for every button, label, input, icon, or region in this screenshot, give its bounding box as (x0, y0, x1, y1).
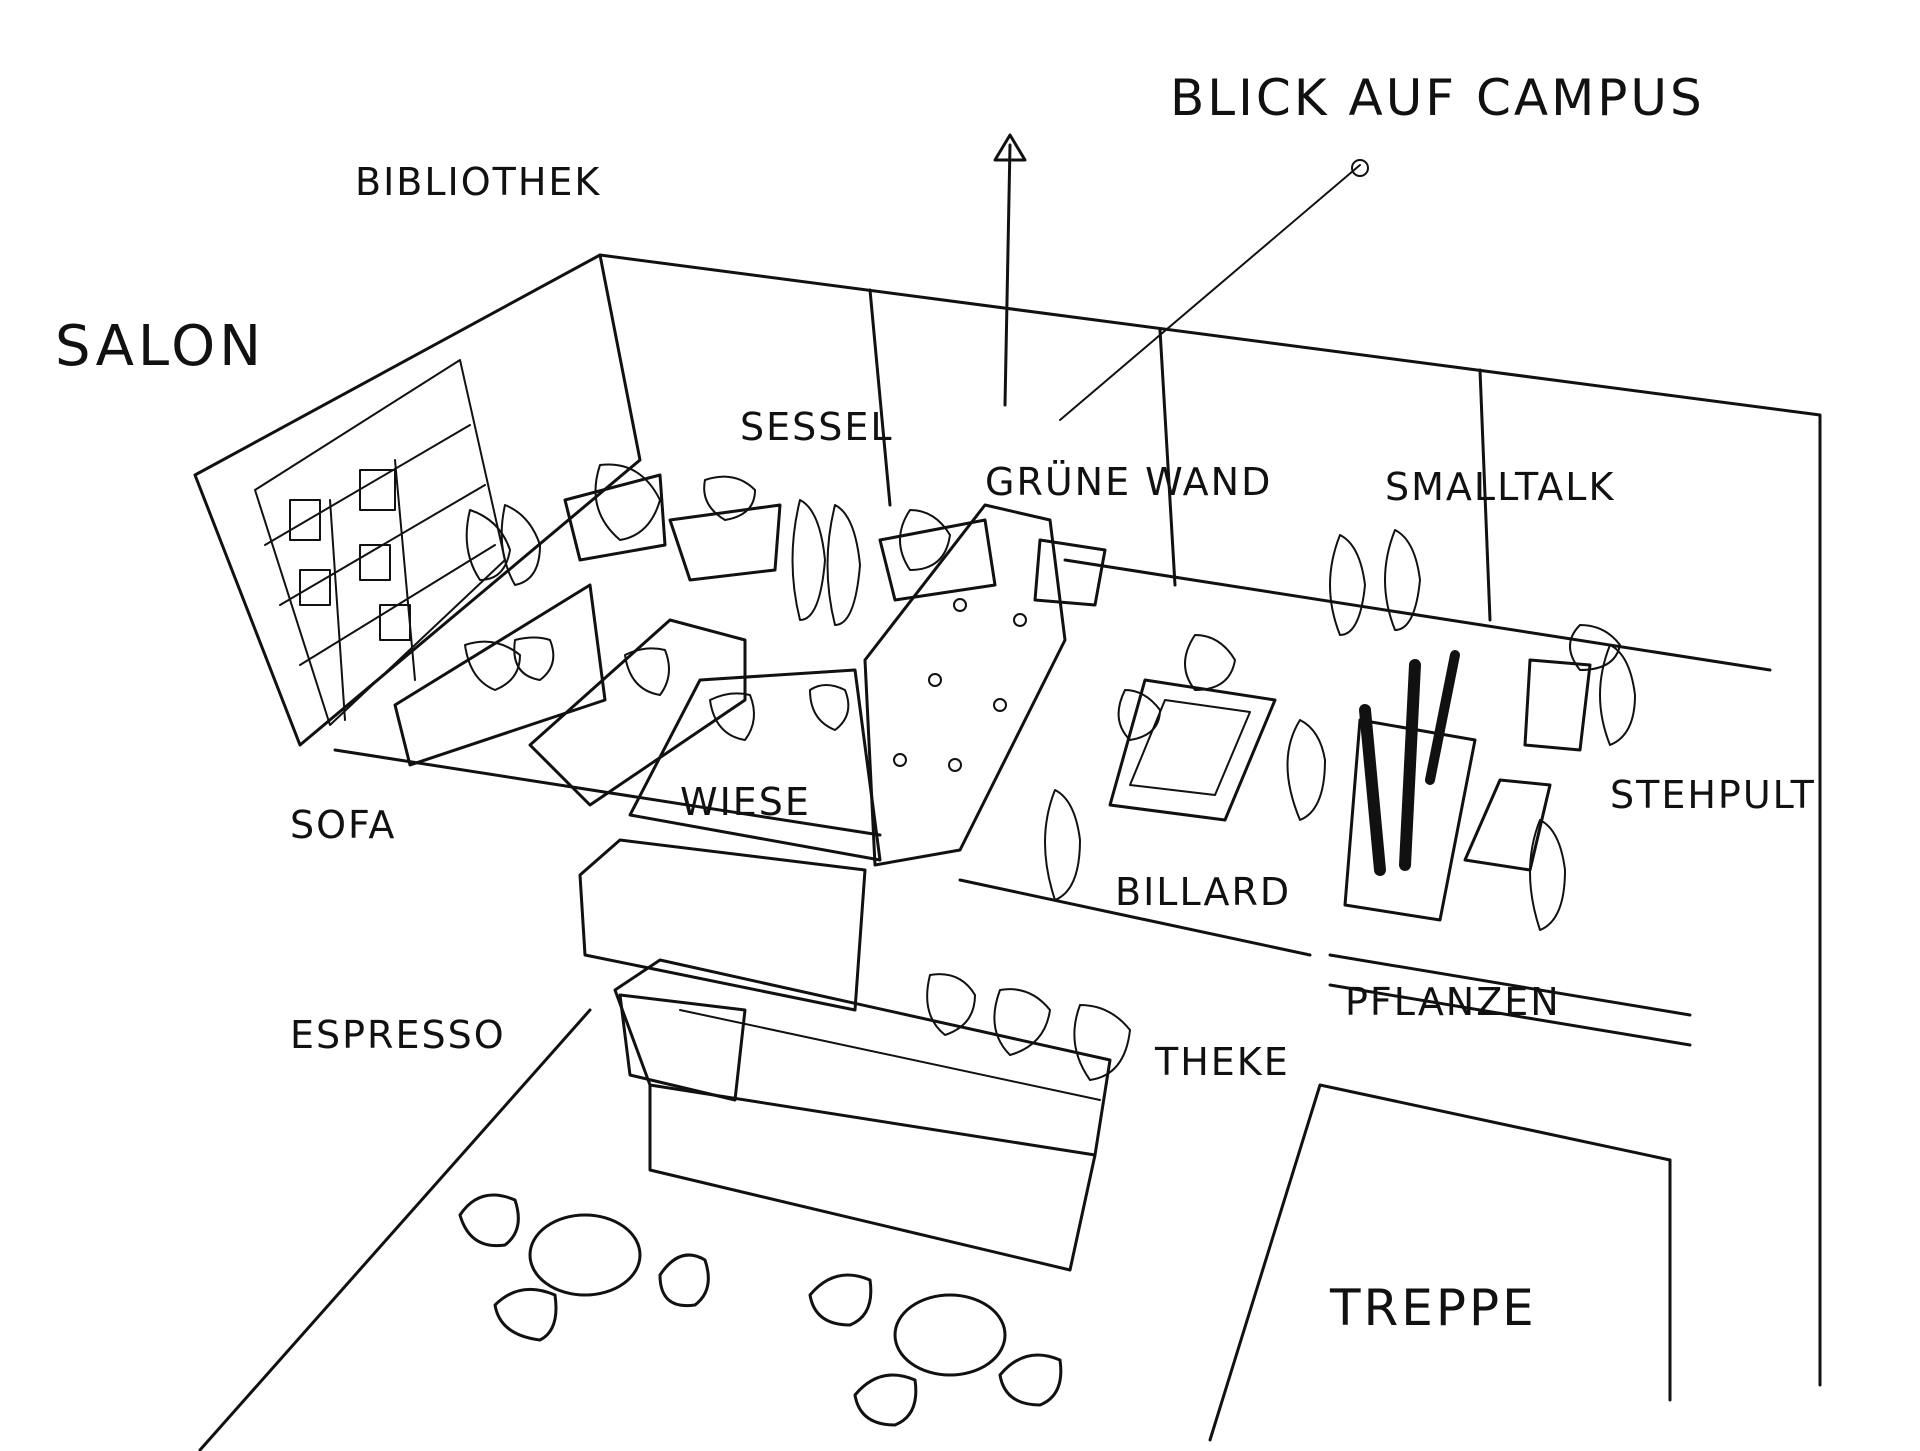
cafe-chairs (458, 1193, 1063, 1427)
cafe-tables (528, 1213, 1007, 1377)
standing-desk (1463, 658, 1592, 872)
billiard-table (1108, 678, 1277, 822)
label-sofa: SOFA (290, 803, 396, 847)
label-smalltalk: SMALLTALK (1385, 465, 1615, 509)
green-wall (863, 503, 1067, 867)
label-theke: THEKE (1154, 1040, 1290, 1084)
label-blick-auf-campus: BLICK AUF CAMPUS (1170, 69, 1705, 127)
view-arrow (993, 133, 1369, 421)
room-outline (198, 253, 1822, 1451)
meadow-area (628, 668, 882, 862)
label-bibliothek: BIBLIOTHEK (355, 160, 601, 204)
people (464, 463, 1636, 1081)
counter (578, 838, 1112, 1272)
label-pflanzen: PFLANZEN (1345, 980, 1561, 1024)
planter (1343, 650, 1477, 922)
label-stehpult: STEHPULT (1610, 773, 1816, 817)
armchair-group (668, 503, 1107, 607)
label-wiese: WIESE (680, 780, 811, 824)
label-salon: SALON (55, 314, 265, 379)
label-espresso: ESPRESSO (290, 1013, 506, 1057)
label-billard: BILLARD (1115, 870, 1291, 914)
label-gruene-wand: GRÜNE WAND (985, 460, 1272, 504)
label-treppe: TREPPE (1329, 1279, 1537, 1337)
label-sessel: SESSEL (740, 405, 894, 449)
sofa-group (393, 473, 747, 807)
library-wall (193, 253, 642, 747)
